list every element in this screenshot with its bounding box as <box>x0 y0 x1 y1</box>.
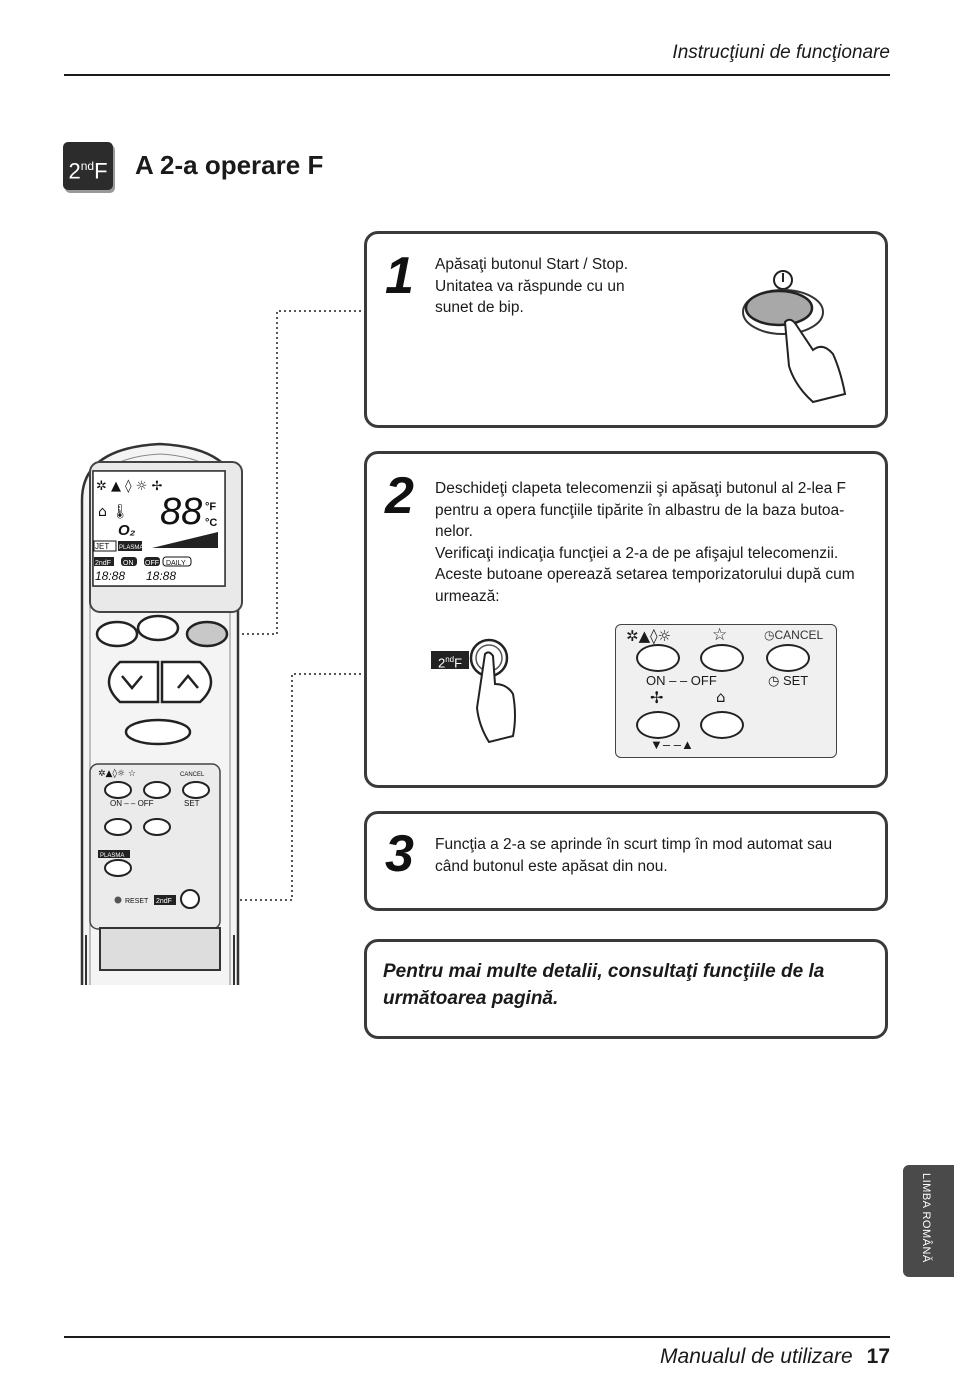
svg-text:DAILY: DAILY <box>166 560 186 567</box>
page-number: 17 <box>866 1345 890 1368</box>
svg-text:°C: °C <box>205 517 217 529</box>
remote-control-illustration: 88 °F °C ✲ ▲ ◊ ☼ ✢ ⌂ 🌡 O₂ JET PLASMA 2nd… <box>80 442 243 985</box>
note-text: Pentru mai multe detalii, consultaţi fun… <box>383 961 825 1009</box>
timer-down-button[interactable] <box>636 711 680 739</box>
svg-text:✲▲◊☼ ☆: ✲▲◊☼ ☆ <box>98 768 136 779</box>
footer-rule <box>64 1336 890 1338</box>
step-number: 3 <box>385 825 414 883</box>
svg-text:ON: ON <box>123 560 134 567</box>
second-f-label: 2ndF <box>431 651 469 670</box>
step-number: 1 <box>385 247 414 305</box>
svg-text:2ndF: 2ndF <box>95 560 111 567</box>
header-rule <box>64 74 890 76</box>
home-icon: ⌂ <box>716 688 726 706</box>
svg-text:°F: °F <box>205 501 216 513</box>
down-up-label: ▼– –▲ <box>650 737 694 752</box>
remote-swing-button <box>136 614 180 642</box>
svg-text:RESET: RESET <box>125 898 149 905</box>
star-icon: ☆ <box>712 625 728 645</box>
manual-title: Manualul de utilizare <box>660 1345 853 1368</box>
header-title: Instrucţiuni de funcţionare <box>672 42 890 63</box>
step-1-text: Apăsaţi butonul Start / Stop. Unitatea v… <box>435 256 629 316</box>
second-function-badge: 2ndF <box>63 142 113 190</box>
step-1-card: 1 Apăsaţi butonul Start / Stop. Unitatea… <box>364 231 888 428</box>
remote-power-button <box>185 620 229 648</box>
svg-text:2ndF: 2ndF <box>156 898 172 905</box>
svg-text:PLASMA: PLASMA <box>100 853 124 859</box>
step-number: 2 <box>385 467 414 525</box>
timer-select-button[interactable] <box>700 644 744 672</box>
press-power-illustration <box>742 270 847 404</box>
section-title: A 2-a operare F <box>135 150 324 180</box>
remote-display-digits: 88 <box>160 491 202 533</box>
svg-text:✲ ▲ ◊ ☼ ✢: ✲ ▲ ◊ ☼ ✢ <box>96 479 162 494</box>
svg-text:CANCEL: CANCEL <box>180 772 205 778</box>
on-off-label: ON – – OFF <box>646 673 717 688</box>
remote-plasma-button <box>104 859 132 877</box>
svg-text:PLASMA: PLASMA <box>119 545 143 551</box>
note-box: Pentru mai multe detalii, consultaţi fun… <box>364 939 888 1039</box>
press-second-f-illustration <box>469 638 516 744</box>
remote-fan-button <box>124 718 192 746</box>
svg-text:ON – – OFF: ON – – OFF <box>110 799 154 808</box>
timer-up-button[interactable] <box>700 711 744 739</box>
timer-on-off-button[interactable] <box>636 644 680 672</box>
cancel-label: ◷CANCEL <box>764 628 824 642</box>
step-3-text: Funcţia a 2-a se aprinde în scurt timp î… <box>435 836 833 875</box>
svg-text:SET: SET <box>184 799 200 808</box>
step-3-card: 3 Funcţia a 2-a se aprinde în scurt timp… <box>364 811 888 911</box>
svg-text:JET: JET <box>95 542 109 551</box>
svg-text:⌂ 🌡: ⌂ 🌡 <box>98 504 129 520</box>
remote-second-f-button <box>180 889 200 909</box>
svg-text:18:88: 18:88 <box>95 569 125 583</box>
remote-temp-down-button <box>107 660 160 704</box>
svg-text:O₂: O₂ <box>118 522 136 539</box>
svg-text:18:88: 18:88 <box>146 569 176 583</box>
remote-mode-button <box>95 620 139 648</box>
language-tab-label: LIMBA ROMÂNĂ <box>920 1173 932 1263</box>
svg-text:OFF: OFF <box>145 560 159 567</box>
remote-temp-up-button <box>160 660 213 704</box>
set-label: ◷ SET <box>768 673 809 688</box>
step-2-card: 2 Deschideţi clapeta telecomenzii şi apă… <box>364 451 888 788</box>
step-2-text: Deschideţi clapeta telecomenzii şi apăsa… <box>435 480 855 605</box>
language-tab: LIMBA ROMÂNĂ <box>903 1165 954 1277</box>
fan-icon: ✢ <box>650 688 664 707</box>
timer-cancel-set-button[interactable] <box>766 644 810 672</box>
timer-button-panel: ✲▲◊☼ ☆ ◷CANCEL ON – – OFF ◷ SET ✢ ⌂ ▼– –… <box>615 624 837 758</box>
footer: Manualul de utilizare 17 <box>600 1345 890 1369</box>
mode-icons: ✲▲◊☼ <box>626 627 671 645</box>
